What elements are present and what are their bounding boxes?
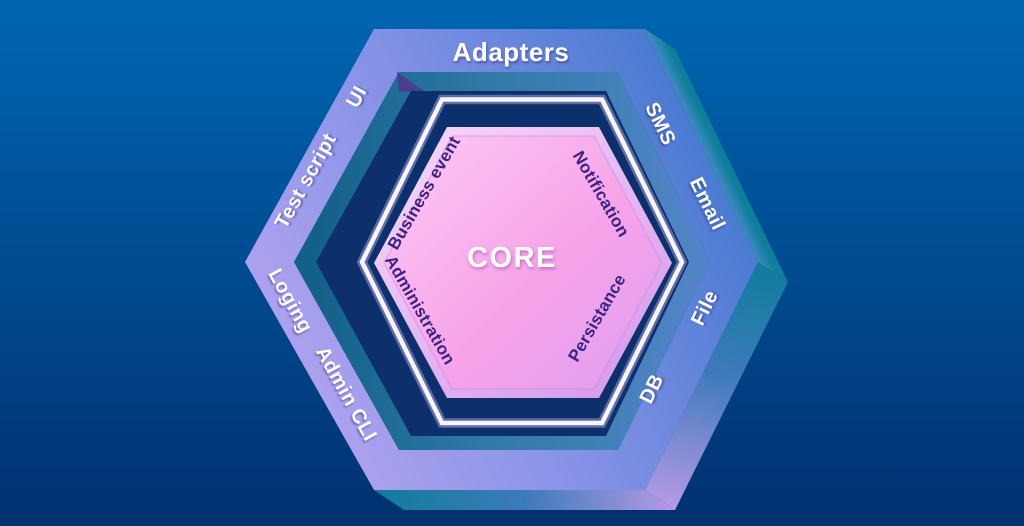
ring-bevel-corner-shade: [397, 72, 424, 92]
ring-extrusion-upper-right: [645, 29, 788, 282]
ring-extrusion-lower-right: [645, 262, 788, 510]
ports-outline-hexagon: [359, 97, 685, 426]
adapters-title: Adapters: [453, 37, 570, 67]
ring-extrusion-bottom: [374, 490, 675, 510]
core-title: CORE: [467, 242, 557, 274]
core-hexagon-face: [383, 135, 663, 390]
ring-extrusion: [374, 29, 788, 510]
